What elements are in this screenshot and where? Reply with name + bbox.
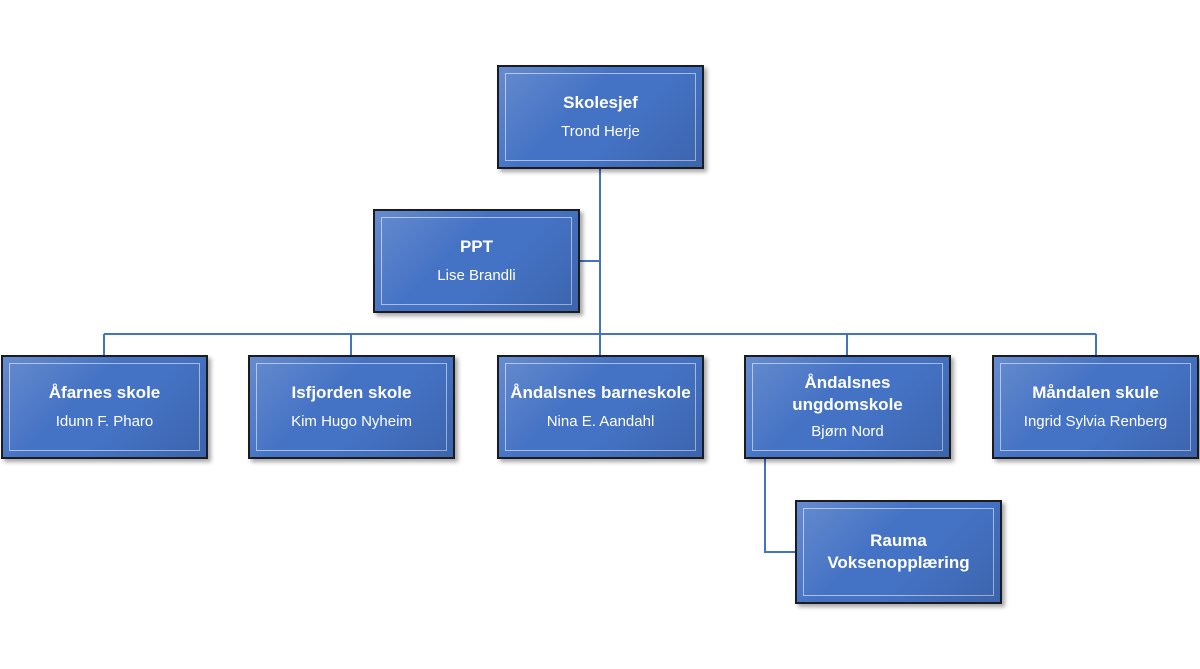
org-node-person: Ingrid Sylvia Renberg bbox=[1023, 413, 1168, 430]
org-node-skolesjef: Skolesjef Trond Herje bbox=[497, 65, 704, 169]
org-node-andalsnes-ungdomskole: Åndalsnes ungdomskole Bjørn Nord bbox=[744, 355, 951, 459]
org-node-title: Åfarnes skole bbox=[48, 383, 161, 402]
org-node-title: Åndalsnes barneskole bbox=[510, 383, 691, 402]
org-node-afarnes-skole: Åfarnes skole Idunn F. Pharo bbox=[1, 355, 208, 459]
org-node-isfjorden-skole: Isfjorden skole Kim Hugo Nyheim bbox=[248, 355, 455, 459]
org-node-person: Lise Brandli bbox=[437, 267, 516, 284]
org-node-person: Bjørn Nord bbox=[811, 423, 884, 440]
org-node-title: Måndalen skule bbox=[1032, 383, 1159, 402]
org-node-person: Trond Herje bbox=[561, 123, 640, 140]
org-node-title: Skolesjef bbox=[563, 93, 638, 112]
org-node-person: Idunn F. Pharo bbox=[55, 413, 154, 430]
org-node-title-line1: Rauma bbox=[870, 531, 927, 550]
org-node-title: PPT bbox=[459, 237, 494, 256]
org-node-title-line2: ungdomskole bbox=[792, 395, 903, 414]
org-node-ppt: PPT Lise Brandli bbox=[373, 209, 580, 313]
org-node-rauma-voksenopplaering: Rauma Voksenopplæring bbox=[795, 500, 1002, 604]
org-node-title-line2: Voksenopplæring bbox=[827, 553, 970, 572]
org-node-title-line1: Åndalsnes bbox=[804, 373, 891, 392]
org-node-title: Isfjorden skole bbox=[291, 383, 412, 402]
org-node-mandalen-skule: Måndalen skule Ingrid Sylvia Renberg bbox=[992, 355, 1199, 459]
org-node-person: Nina E. Aandahl bbox=[546, 413, 655, 430]
org-node-person: Kim Hugo Nyheim bbox=[291, 413, 412, 430]
org-node-andalsnes-barneskole: Åndalsnes barneskole Nina E. Aandahl bbox=[497, 355, 704, 459]
connector-rauma bbox=[764, 459, 795, 553]
